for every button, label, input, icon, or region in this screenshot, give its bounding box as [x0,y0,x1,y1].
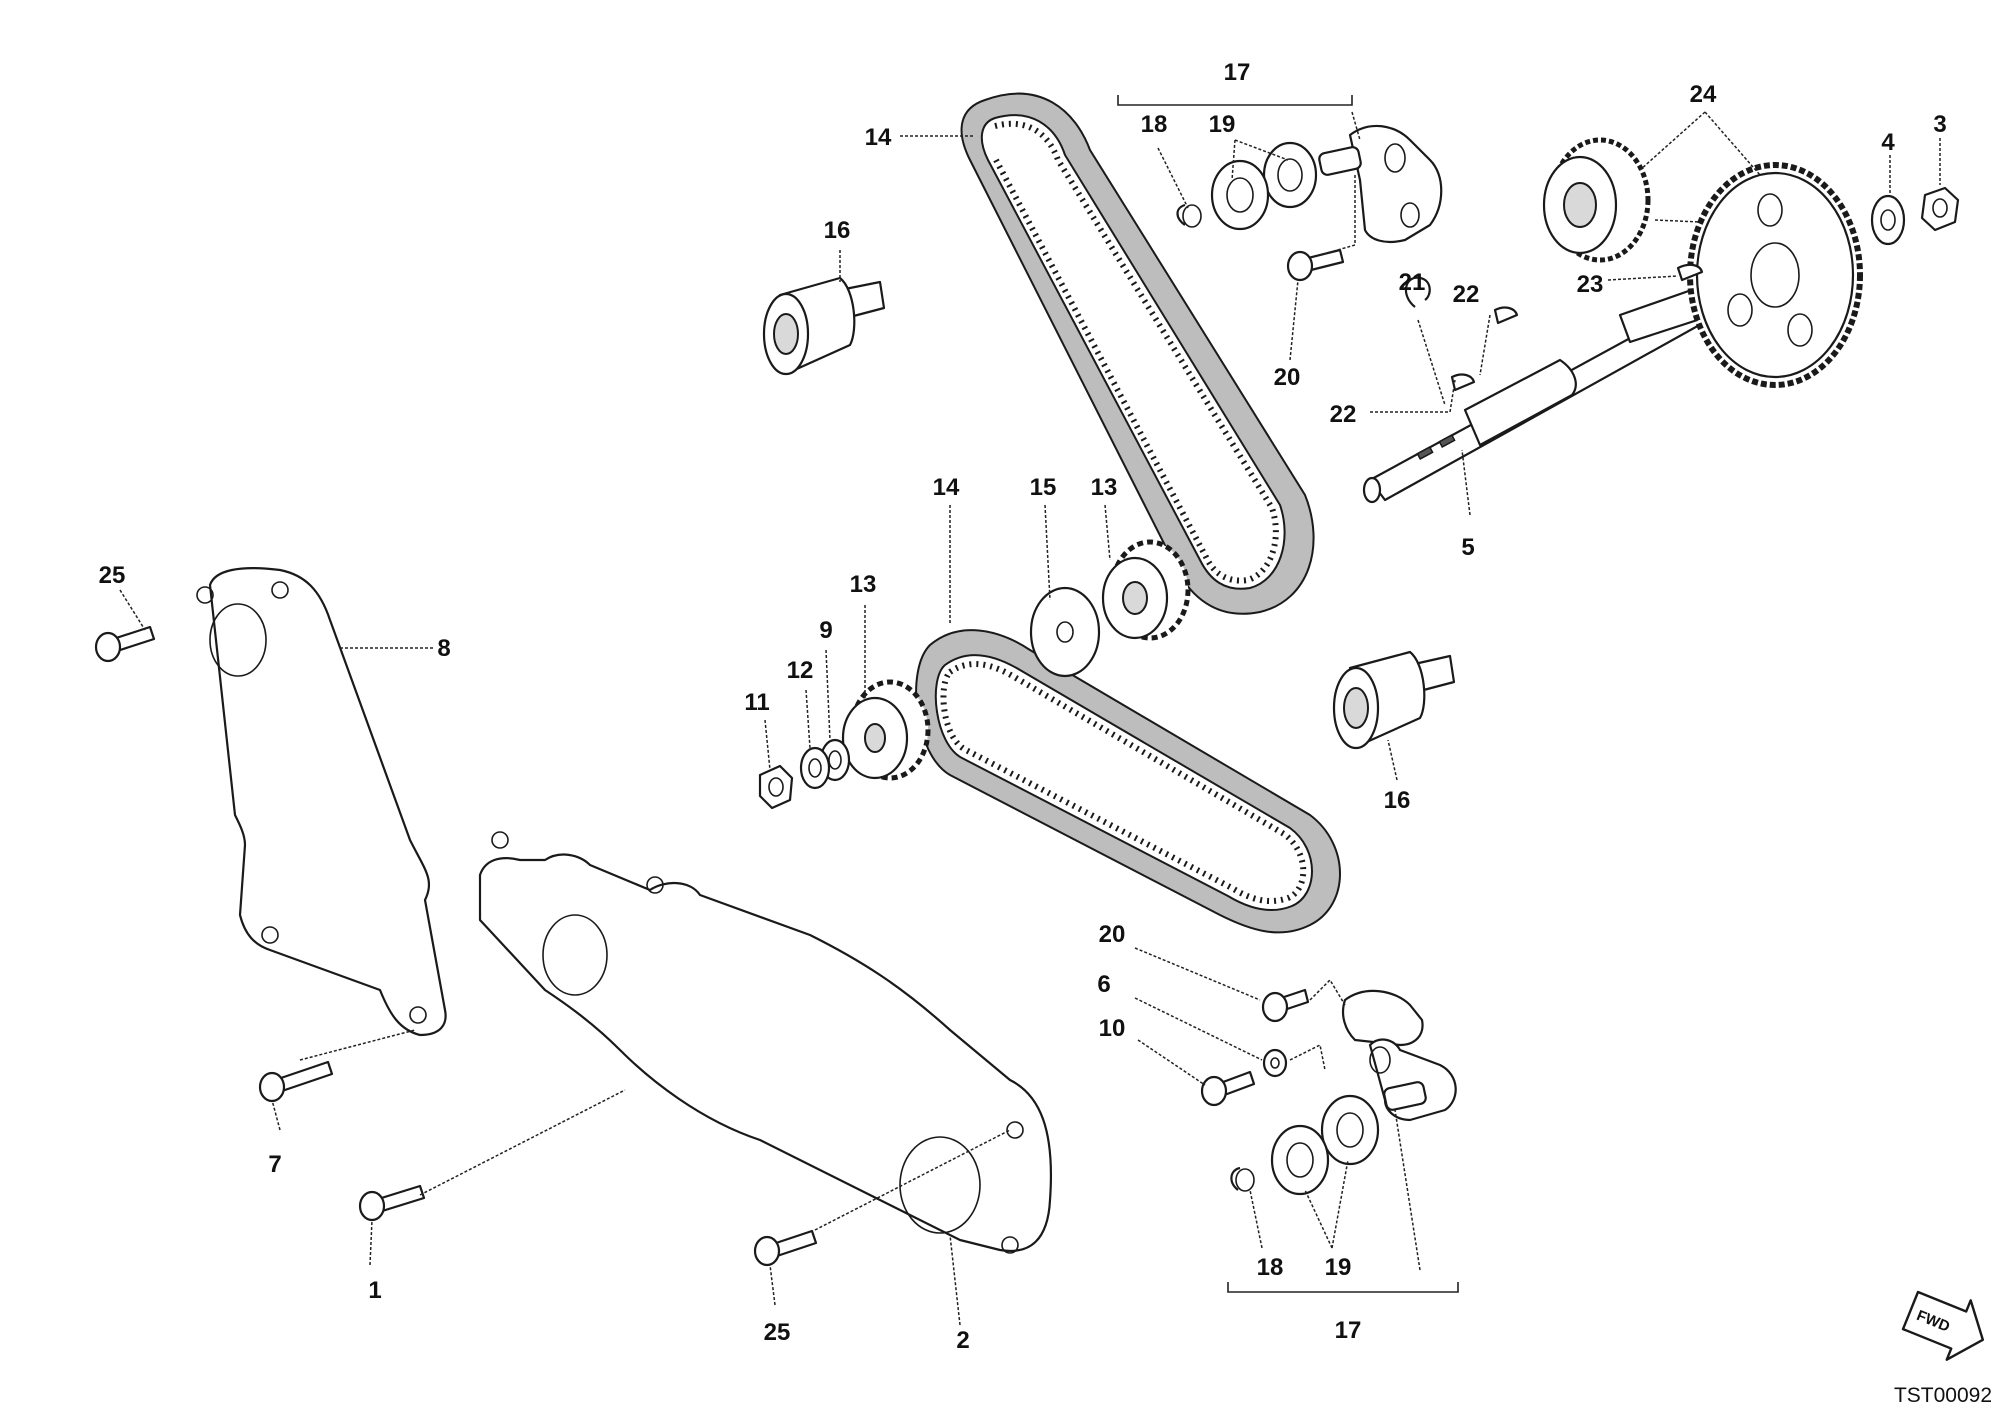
callout-23: 23 [1577,271,1604,298]
callout-4: 4 [1881,129,1895,156]
pulley-13-upper [1101,539,1191,641]
callout-20-bottom: 20 [1099,921,1126,948]
cam-gear-large [1687,162,1863,388]
callout-14-mid: 14 [933,474,960,501]
callout-2: 2 [956,1327,969,1354]
callout-25-top: 25 [99,562,126,589]
callout-21: 21 [1399,269,1426,296]
callout-19-top: 19 [1209,111,1236,138]
idler-spacer-lower [1332,650,1456,750]
callout-17-top: 17 [1224,59,1251,86]
callout-7: 7 [268,1151,281,1178]
bolt-25-upper [94,625,156,663]
callout-20-top: 20 [1274,364,1301,391]
callout-15: 15 [1030,474,1057,501]
cam-gear-small [1542,137,1651,263]
callout-16-top: 16 [824,217,851,244]
callout-1: 1 [368,1277,381,1304]
callout-12: 12 [787,657,814,684]
tensioner-assembly-upper [1176,124,1443,282]
bolt-7 [258,1060,334,1103]
forward-arrow-icon: FWD [1901,1290,1985,1361]
tensioner-assembly-lower [1200,988,1457,1196]
callout-18-bottom: 18 [1257,1254,1284,1281]
callout-19-bottom: 19 [1325,1254,1352,1281]
camshaft [1362,278,1729,504]
callout-14-top: 14 [865,124,892,151]
callout-labels: 17 18 19 14 16 20 21 22 22 23 24 4 3 5 1… [99,59,1947,1354]
callout-13-b: 13 [850,571,877,598]
callout-24: 24 [1690,81,1717,108]
belt-cover-2 [478,831,1052,1254]
callout-3: 3 [1933,111,1946,138]
callout-10: 10 [1099,1015,1126,1042]
timing-belt-lower [915,629,1341,934]
callout-11: 11 [744,689,769,716]
callout-22-a: 22 [1453,281,1480,308]
circlip-21 [1404,276,1431,308]
timing-belt-upper [960,92,1315,615]
callout-5: 5 [1461,534,1474,561]
woodruff-key-23 [1676,263,1704,282]
nut-3 [1920,186,1960,232]
woodruff-key-22-b [1493,306,1519,325]
woodruff-key-22-a [1450,373,1476,392]
callout-18-top: 18 [1141,111,1168,138]
callout-13-a: 13 [1091,474,1118,501]
callout-6: 6 [1097,971,1110,998]
drawing-code: TST00092 [1894,1384,1992,1407]
callout-17-bottom: 17 [1335,1317,1362,1344]
callout-22-b: 22 [1330,401,1357,428]
washer-15 [1029,586,1101,678]
belt-cover-8 [196,567,447,1037]
callout-8: 8 [437,635,450,662]
callout-25-bottom: 25 [764,1319,791,1346]
pulley-13-lower [841,679,931,781]
idler-spacer-upper [762,276,886,376]
bolt-1 [358,1184,426,1222]
bolt-25-lower [753,1229,818,1267]
nut-11 [758,764,794,810]
washer-12 [799,746,831,790]
callout-9: 9 [819,617,832,644]
leader-lines [119,95,1941,1326]
callout-16-bottom: 16 [1384,787,1411,814]
washer-4 [1870,194,1906,246]
